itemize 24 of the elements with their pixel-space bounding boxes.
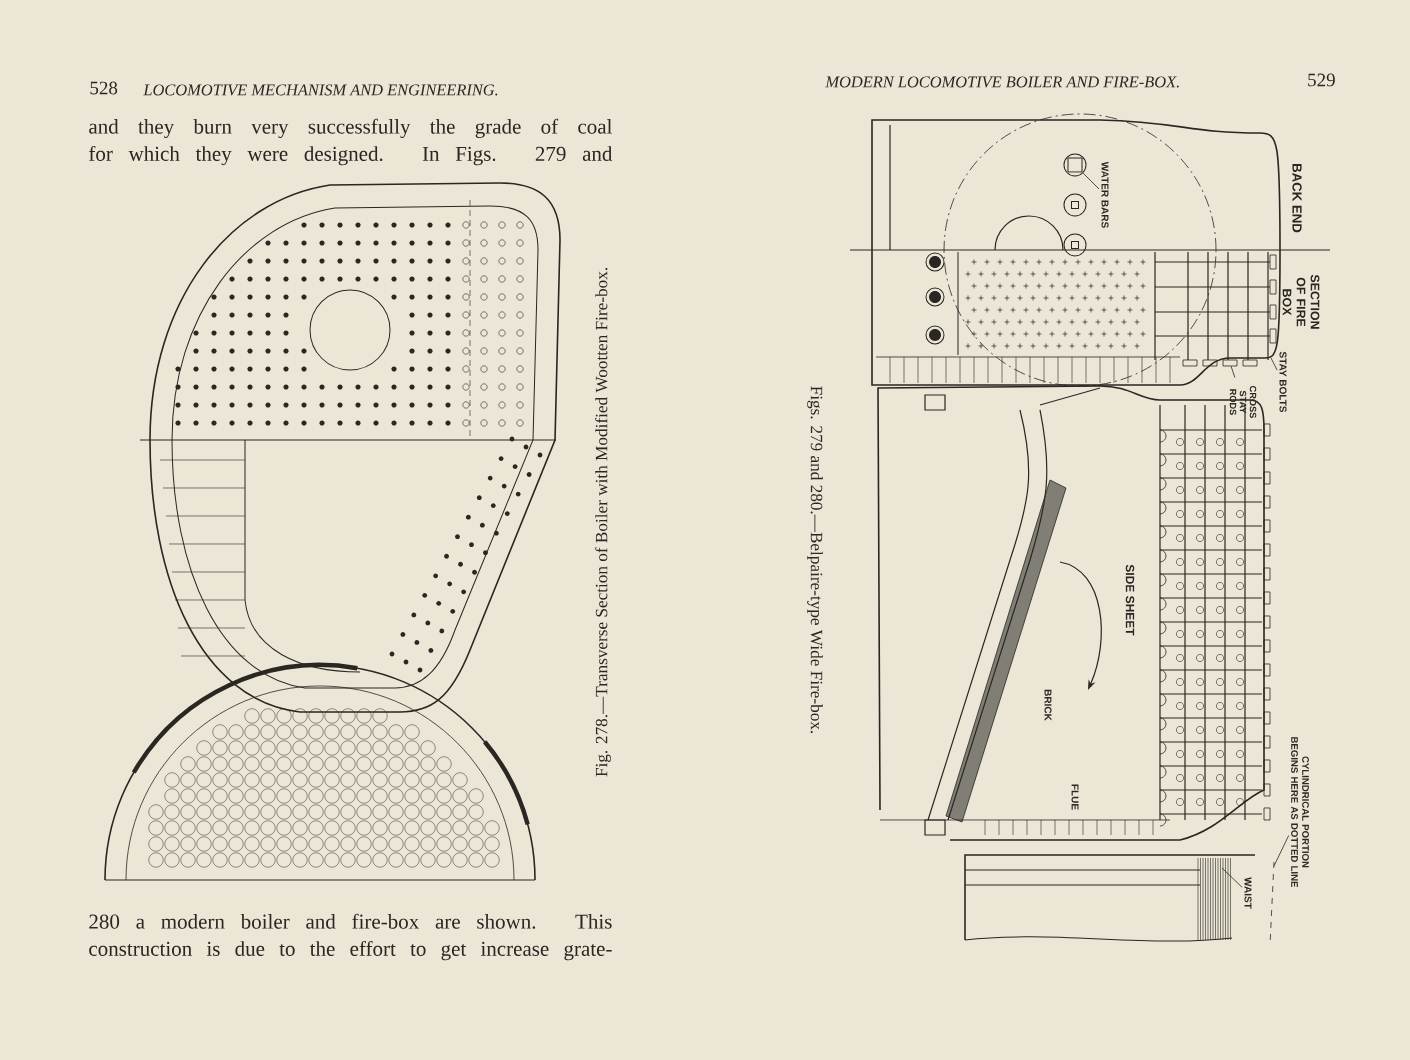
figure-caption: Figs. 279 and 280.—Belpaire-type Wide Fire-box. — [807, 386, 823, 734]
leader-line — [1082, 172, 1100, 190]
figure-caption: Fig. 278.—Transverse Section of Boiler with Modified Wootten Fire-box. — [595, 268, 611, 777]
part-label: SIDE SHEET — [1125, 564, 1135, 636]
stay-rod-end — [1222, 359, 1238, 367]
leader-line — [1273, 835, 1290, 867]
page-number: 529 — [1308, 73, 1335, 87]
page-number: 528 — [90, 81, 118, 95]
callout-label: STAY BOLTS — [1279, 351, 1287, 413]
running-head: LOCOMOTIVE MECHANISM AND ENGINEERING. — [143, 84, 498, 96]
view-label: BACK END — [1292, 164, 1302, 233]
leader-line — [1221, 867, 1243, 888]
leader-line — [1270, 357, 1278, 371]
view-label: SECTION OF FIRE BOX — [1282, 274, 1320, 329]
body-text: 280 a modern boiler and fire-box are shown. This construction is due to the effort to get increase grate- — [89, 913, 612, 961]
part-label: BRICK — [1044, 689, 1052, 721]
body-text: and they burn very successfully the grade of coal for which they were designed. In Figs. 279 and — [89, 118, 613, 166]
callout-label: WAIST — [1244, 877, 1252, 909]
callout-label: CYLINDRICAL PORTION BEGINS HERE AS DOTTED LINE — [1291, 737, 1309, 888]
running-head: MODERN LOCOMOTIVE BOILER AND FIRE-BOX. — [825, 76, 1179, 88]
leader-line — [1230, 366, 1236, 378]
part-label: FLUE — [1071, 784, 1079, 810]
water-bar — [1063, 153, 1087, 177]
callout-label: WATER BARS — [1101, 161, 1109, 228]
